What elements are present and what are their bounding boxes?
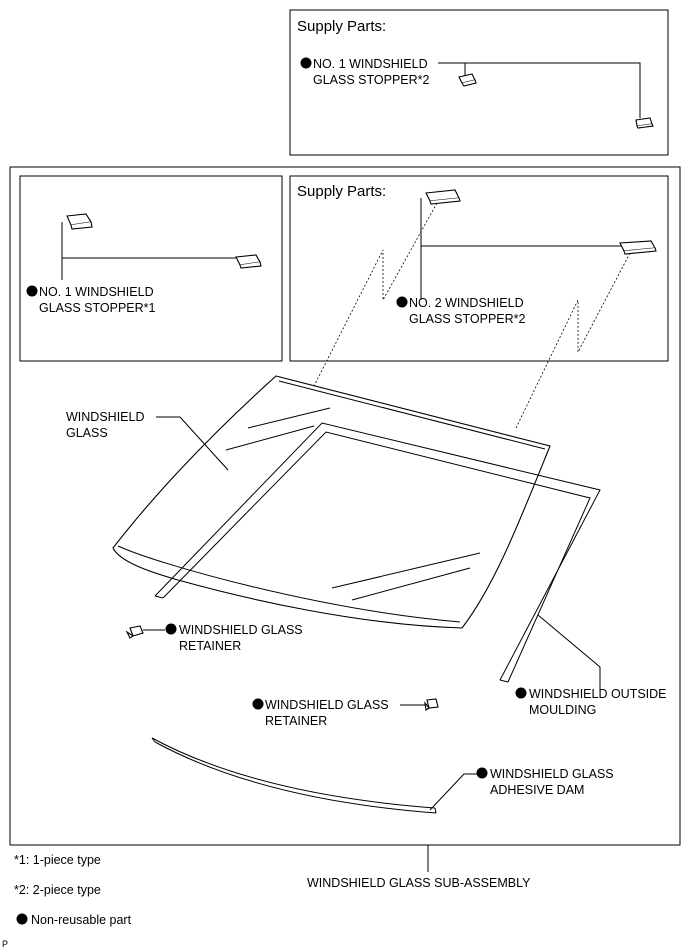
windshield-glass-label-line2: GLASS xyxy=(66,426,108,440)
windshield-glass-adhesive-dam-part xyxy=(151,737,437,814)
left-inset-leader-line xyxy=(61,222,240,280)
no1-stopper-1-label-line2: GLASS STOPPER*1 xyxy=(39,301,156,315)
no1-stopper-part-small xyxy=(458,73,477,87)
no1-stopper-2-label-line2: GLASS STOPPER*2 xyxy=(313,73,430,87)
legend-non-reusable: Non-reusable part xyxy=(31,913,132,927)
dashed-connector-right xyxy=(515,252,631,429)
retainer-center-label-line2: RETAINER xyxy=(265,714,327,728)
no1-stopper-2-label-line1: NO. 1 WINDSHIELD xyxy=(313,57,428,71)
no2-stopper-part xyxy=(425,189,461,205)
windshield-glass-retainer-part-left xyxy=(125,625,144,639)
no1-stopper-part xyxy=(235,254,262,269)
non-reusable-dot-icon xyxy=(16,913,28,925)
left-inset-frame xyxy=(19,175,283,362)
top-box-frame xyxy=(289,9,669,156)
no2-stopper-label-line2: GLASS STOPPER*2 xyxy=(409,312,526,326)
outside-moulding-leader xyxy=(537,614,601,691)
windshield-outside-moulding-part xyxy=(154,422,601,683)
non-reusable-dot-icon xyxy=(165,623,177,635)
non-reusable-dot-icon xyxy=(300,57,312,69)
no2-stopper-part xyxy=(619,240,657,255)
dashed-connector-left xyxy=(313,202,438,387)
right-inset-header: Supply Parts: xyxy=(297,183,386,200)
right-inset-leader-line xyxy=(420,198,630,300)
legend-note-2: *2: 2-piece type xyxy=(14,883,101,897)
non-reusable-dot-icon xyxy=(476,767,488,779)
retainer-left-label-line1: WINDSHIELD GLASS xyxy=(179,623,303,637)
windshield-glass-retainer-part-center xyxy=(424,698,439,711)
assembly-label: WINDSHIELD GLASS SUB-ASSEMBLY xyxy=(307,876,531,890)
top-supply-parts-box: Supply Parts: NO. 1 WINDSHIELD GLASS STO… xyxy=(289,9,669,156)
adhesive-dam-leader xyxy=(429,773,477,811)
top-box-header: Supply Parts: xyxy=(297,18,386,35)
left-inset-box: NO. 1 WINDSHIELD GLASS STOPPER*1 xyxy=(19,175,283,362)
corner-mark: P xyxy=(2,939,8,949)
retainer-center-label-line1: WINDSHIELD GLASS xyxy=(265,698,389,712)
right-inset-frame xyxy=(289,175,669,362)
non-reusable-dot-icon xyxy=(26,285,38,297)
main-box-frame xyxy=(9,166,681,846)
windshield-glass-part xyxy=(112,375,551,629)
adhesive-dam-label-line2: ADHESIVE DAM xyxy=(490,783,584,797)
legend: *1: 1-piece type *2: 2-piece type Non-re… xyxy=(14,853,132,927)
windshield-glass-leader xyxy=(156,416,229,471)
non-reusable-dot-icon xyxy=(396,296,408,308)
outside-moulding-label-line2: MOULDING xyxy=(529,703,596,717)
no1-stopper-1-label-line1: NO. 1 WINDSHIELD xyxy=(39,285,154,299)
top-box-leader-line xyxy=(438,62,641,118)
no1-stopper-part xyxy=(66,213,93,230)
right-inset-box: Supply Parts: NO. 2 WINDSHIELD GLASS STO… xyxy=(289,175,669,362)
retainer-left-label-line2: RETAINER xyxy=(179,639,241,653)
no1-stopper-part-small xyxy=(635,117,654,129)
outside-moulding-label-line1: WINDSHIELD OUTSIDE xyxy=(529,687,667,701)
no2-stopper-label-line1: NO. 2 WINDSHIELD xyxy=(409,296,524,310)
non-reusable-dot-icon xyxy=(252,698,264,710)
adhesive-dam-label-line1: WINDSHIELD GLASS xyxy=(490,767,614,781)
legend-note-1: *1: 1-piece type xyxy=(14,853,101,867)
non-reusable-dot-icon xyxy=(515,687,527,699)
windshield-glass-label-line1: WINDSHIELD xyxy=(66,410,144,424)
